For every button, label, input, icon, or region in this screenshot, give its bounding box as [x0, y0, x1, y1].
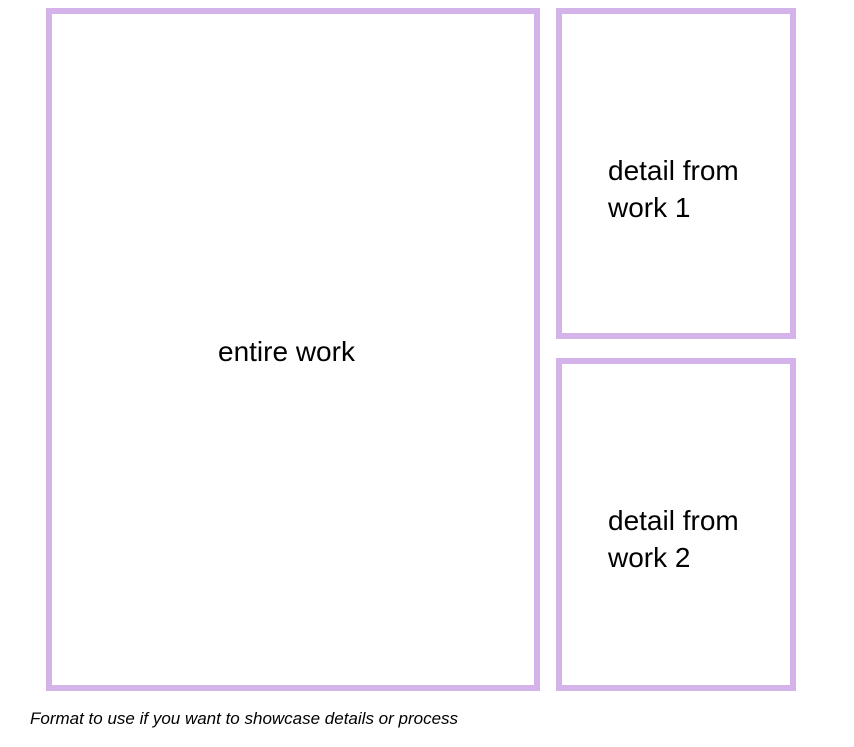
- entire-work-label: entire work: [218, 336, 355, 367]
- detail-label-2-line-2: work 2: [608, 542, 691, 573]
- entire-work-panel: entire work: [46, 8, 540, 691]
- detail-panel-2: detail from work 2: [556, 358, 796, 691]
- format-caption: Format to use if you want to showcase de…: [30, 709, 459, 728]
- detail-label-1-line-1: detail from: [608, 155, 739, 186]
- detail-label-2: detail from work 2: [608, 502, 739, 576]
- detail-panel-1: detail from work 1: [556, 8, 796, 339]
- detail-label-2-line-1: detail from: [608, 505, 739, 536]
- detail-label-1: detail from work 1: [608, 152, 739, 226]
- detail-label-1-line-2: work 1: [608, 192, 691, 223]
